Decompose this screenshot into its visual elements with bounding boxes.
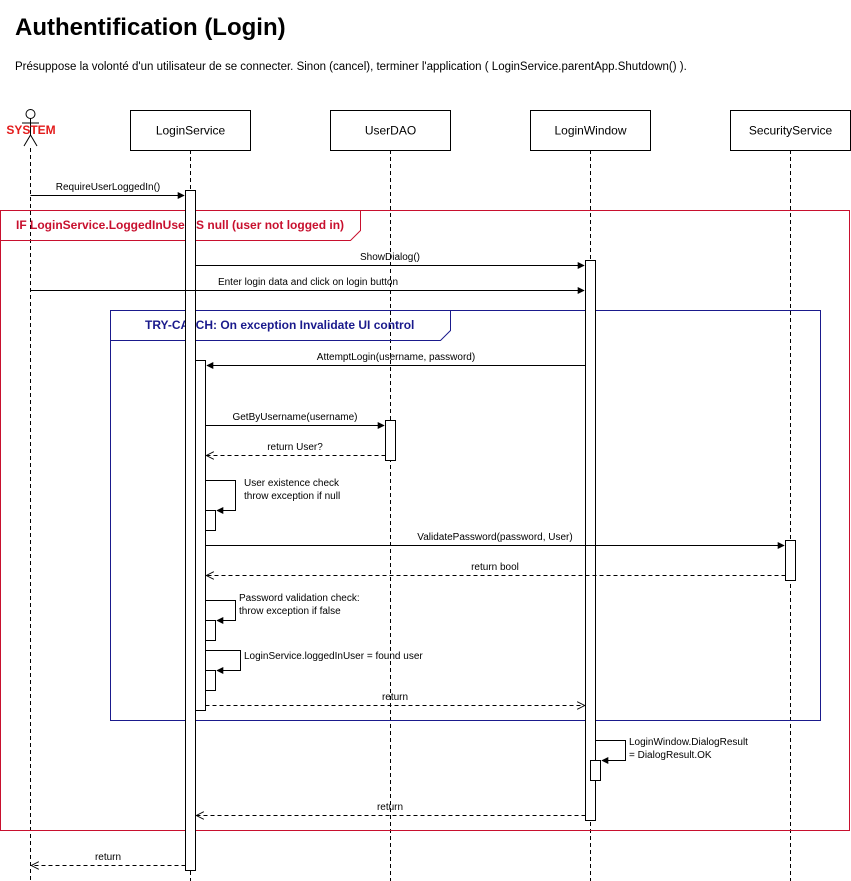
participant-label-login-service: LoginService [156,124,226,138]
participant-box-login-window [530,110,651,151]
message-label-user-existence-check-line-1: User existence check [244,478,340,489]
message-label-dialog-result-line-1: LoginWindow.DialogResult [629,737,748,748]
activation-login-service-outer [185,190,196,871]
activation-security-service [785,540,796,581]
system-actor-icon [22,109,39,147]
page-subtitle: Présuppose la volonté d'un utilisateur d… [15,61,687,73]
message-label-enter-login-data: Enter login data and click on login butt… [218,277,398,288]
if-frame-label: IF LoginService.LoggedInUser IS null (us… [16,218,344,232]
participant-box-user-dao [330,110,451,151]
message-arrow-password-validation-check [205,600,236,624]
message-label-user-existence-check: User existence check throw exception if … [244,478,342,502]
try-frame-border [110,310,821,721]
message-label-password-validation-check-line-1: Password validation check: [239,593,360,604]
message-label-get-by-username: GetByUsername(username) [232,412,357,423]
participant-label-security-service: SecurityService [749,124,833,138]
if-frame-border [0,210,850,831]
try-frame-label: TRY-CATCH: On exception Invalidate UI co… [145,318,414,332]
message-arrow-dialog-result [595,740,626,764]
message-label-password-validation-check: Password validation check: throw excepti… [239,593,362,617]
message-label-return-from-attempt: return [382,692,408,703]
message-label-return-final: return [95,852,121,863]
activation-login-service-assign [205,670,216,691]
activation-user-dao [385,420,396,461]
system-actor-label: SYSTEM [6,123,55,137]
page-title: Authentification (Login) [15,14,286,41]
message-label-validate-password: ValidatePassword(password, User) [417,532,572,543]
message-label-password-validation-check-line-2: throw exception if false [239,606,341,617]
message-label-attempt-login: AttemptLogin(username, password) [317,352,475,363]
message-arrow-set-logged-in-user [205,650,241,674]
message-arrow-user-existence-check [205,480,236,514]
participant-box-security-service [730,110,851,151]
message-label-require-user-logged-in: RequireUserLoggedIn() [56,182,161,193]
participant-label-user-dao: UserDAO [365,124,416,138]
message-label-show-dialog: ShowDialog() [360,252,420,263]
message-label-dialog-result-line-2: = DialogResult.OK [629,750,712,761]
activation-login-window-dialog-result [590,760,601,781]
message-label-return-user: return User? [267,442,323,453]
participant-label-login-window: LoginWindow [554,124,626,138]
activation-login-service-existence [205,510,216,531]
try-frame-tab [110,310,451,341]
message-label-user-existence-check-line-2: throw exception if null [244,491,340,502]
activation-login-window [585,260,596,821]
message-label-set-logged-in-user: LoginService.loggedInUser = found user [244,651,423,662]
activation-login-service-password [205,620,216,641]
activation-login-service-attempt [195,360,206,711]
participant-box-login-service [130,110,251,151]
if-frame-tab [0,210,361,241]
message-label-dialog-result: LoginWindow.DialogResult = DialogResult.… [629,737,751,761]
message-label-return-from-dialog: return [377,802,403,813]
message-label-return-bool: return bool [471,562,519,573]
